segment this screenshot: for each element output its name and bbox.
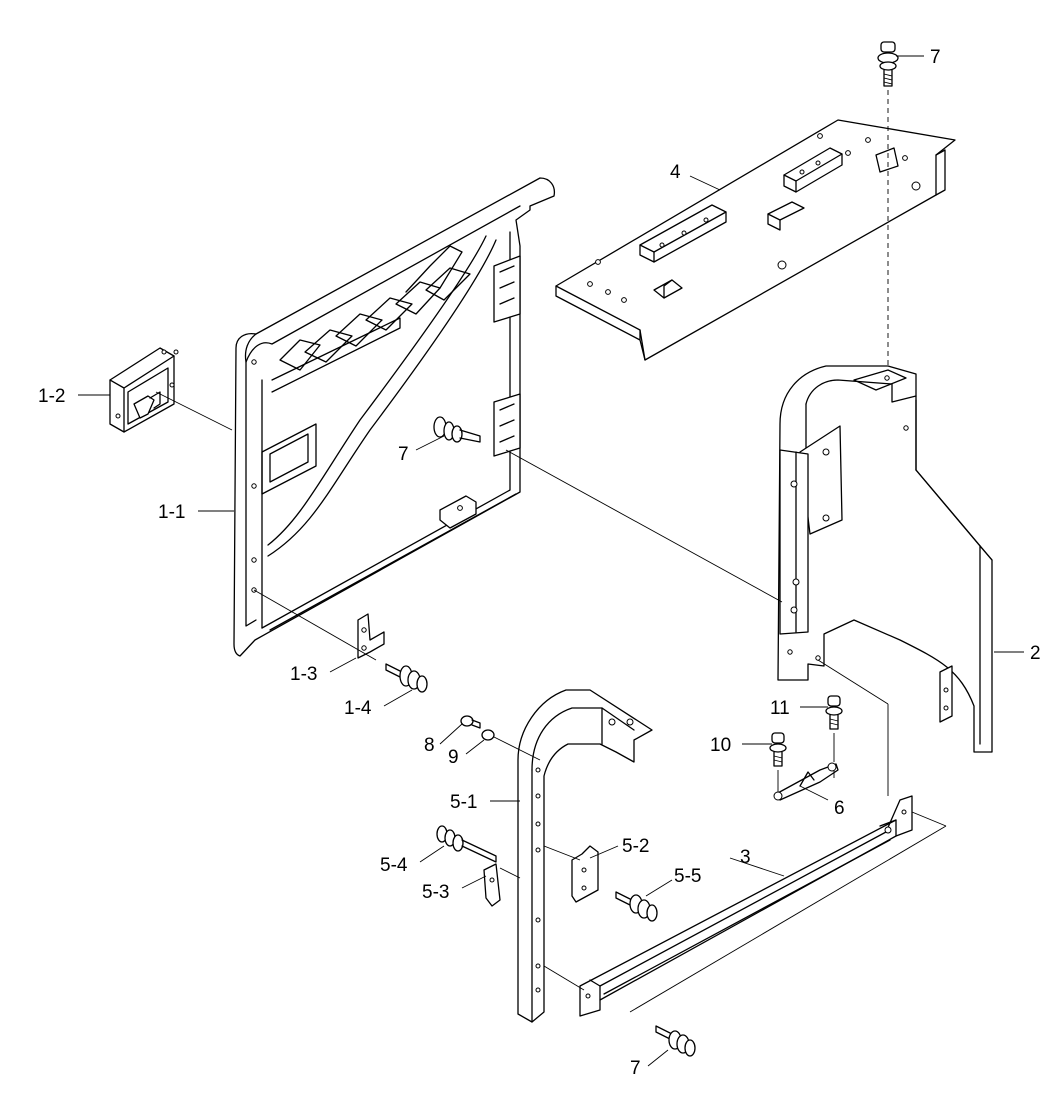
part-4-top-plate [555, 119, 956, 361]
leader-lines [78, 55, 1024, 1067]
label-1-4: 1-4 [344, 698, 372, 719]
screw-11 [825, 695, 843, 778]
label-5-4: 5-4 [380, 855, 408, 876]
label-7-bottom: 7 [630, 1058, 641, 1079]
part-5-3-bracket [483, 863, 521, 907]
screw-7-top [877, 41, 899, 372]
label-1-2: 1-2 [38, 386, 65, 407]
screw-7-middle [433, 416, 481, 443]
label-3: 3 [740, 847, 751, 868]
part-1-2-switch-box [109, 347, 233, 433]
screw-10 [769, 732, 787, 792]
label-5-3: 5-3 [422, 882, 449, 903]
part-1-4-screw [385, 663, 428, 693]
label-6: 6 [834, 798, 845, 819]
label-2: 2 [1030, 643, 1041, 664]
part-5-4-screw [436, 825, 497, 863]
part-5-1-u-bracket [517, 689, 653, 1023]
label-10: 10 [710, 735, 731, 756]
label-5-5: 5-5 [674, 866, 701, 887]
label-9: 9 [448, 747, 459, 768]
part-5-5-screw [615, 891, 658, 922]
part-labels: 7 4 1-2 7 1-1 1-3 1-4 2 11 10 6 8 9 5-1 … [38, 47, 1041, 1079]
label-8: 8 [424, 735, 435, 756]
nut-9 [481, 729, 541, 761]
label-1-3: 1-3 [290, 664, 317, 685]
label-7-top: 7 [930, 47, 941, 68]
part-1-1-door-frame [233, 177, 556, 657]
part-6-latch [773, 762, 839, 801]
part-2-side-frame [777, 365, 993, 753]
label-11: 11 [770, 698, 790, 719]
label-7-middle: 7 [398, 444, 409, 465]
screw-8 [460, 715, 481, 729]
label-1-1: 1-1 [158, 502, 185, 523]
part-3-bottom-rail [543, 659, 947, 1017]
part-5-2-bracket [543, 845, 599, 903]
label-5-2: 5-2 [622, 836, 649, 857]
part-1-3-bracket [357, 613, 385, 659]
label-4: 4 [670, 162, 681, 183]
screw-7-bottom [655, 1025, 696, 1057]
label-5-1: 5-1 [450, 792, 477, 813]
